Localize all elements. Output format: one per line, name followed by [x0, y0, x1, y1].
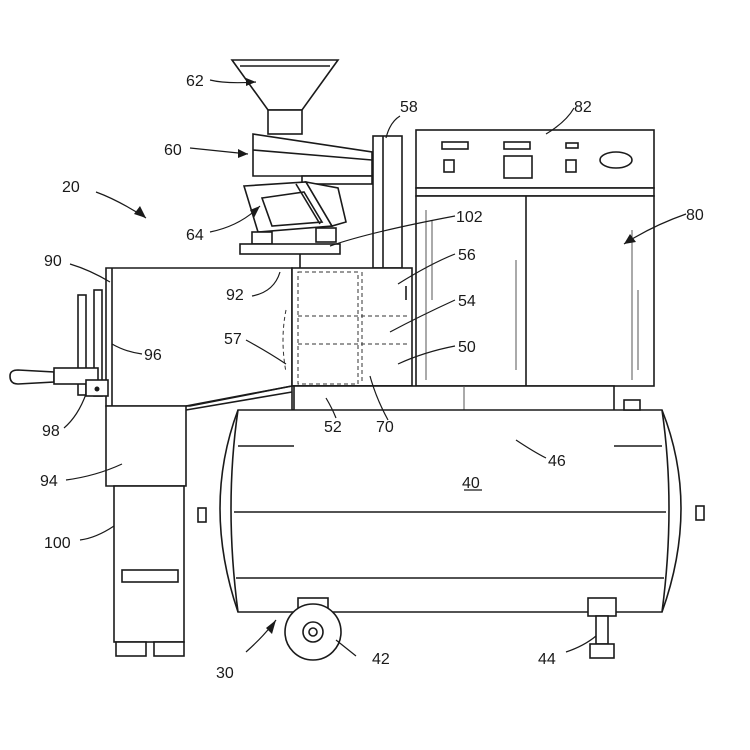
- label-57: 57: [224, 331, 242, 348]
- label-40: 40: [462, 475, 480, 492]
- label-42: 42: [372, 651, 390, 668]
- label-82: 82: [574, 99, 592, 116]
- drum-chamber-50: [282, 267, 413, 387]
- discharge-duct-94: [105, 385, 293, 487]
- label-96: 96: [144, 347, 162, 364]
- label-90: 90: [44, 253, 62, 270]
- label-58: 58: [400, 99, 418, 116]
- label-80: 80: [686, 207, 704, 224]
- label-60: 60: [164, 142, 182, 159]
- label-52: 52: [324, 419, 342, 436]
- label-94: 94: [40, 473, 58, 490]
- label-100: 100: [44, 535, 71, 552]
- wheel-42: [284, 597, 342, 661]
- tank-40: [197, 399, 705, 613]
- reference-labels: 62 60 58 82 20 64 102 80 90 92 56 54 96 …: [40, 73, 704, 682]
- hopper-62: [230, 59, 340, 135]
- label-44: 44: [538, 651, 556, 668]
- roaster-housing-90: [105, 267, 293, 407]
- label-98: 98: [42, 423, 60, 440]
- chute-58: [372, 135, 403, 269]
- support-plate: [239, 243, 341, 268]
- feeder-60: [252, 133, 373, 185]
- cooling-bin-100: [113, 485, 185, 657]
- arrowheads: [134, 78, 636, 634]
- label-64: 64: [186, 227, 204, 244]
- label-70: 70: [376, 419, 394, 436]
- label-92: 92: [226, 287, 244, 304]
- label-102: 102: [456, 209, 483, 226]
- label-50: 50: [458, 339, 476, 356]
- motor-64: [242, 180, 347, 245]
- label-54: 54: [458, 293, 476, 310]
- label-62: 62: [186, 73, 204, 90]
- leveling-foot-44: [587, 597, 617, 659]
- handle-98: [9, 367, 109, 397]
- label-20: 20: [62, 179, 80, 196]
- label-56: 56: [458, 247, 476, 264]
- label-46: 46: [548, 453, 566, 470]
- control-panel-82: [441, 141, 633, 179]
- control-cabinet-80: [415, 129, 655, 387]
- label-30: 30: [216, 665, 234, 682]
